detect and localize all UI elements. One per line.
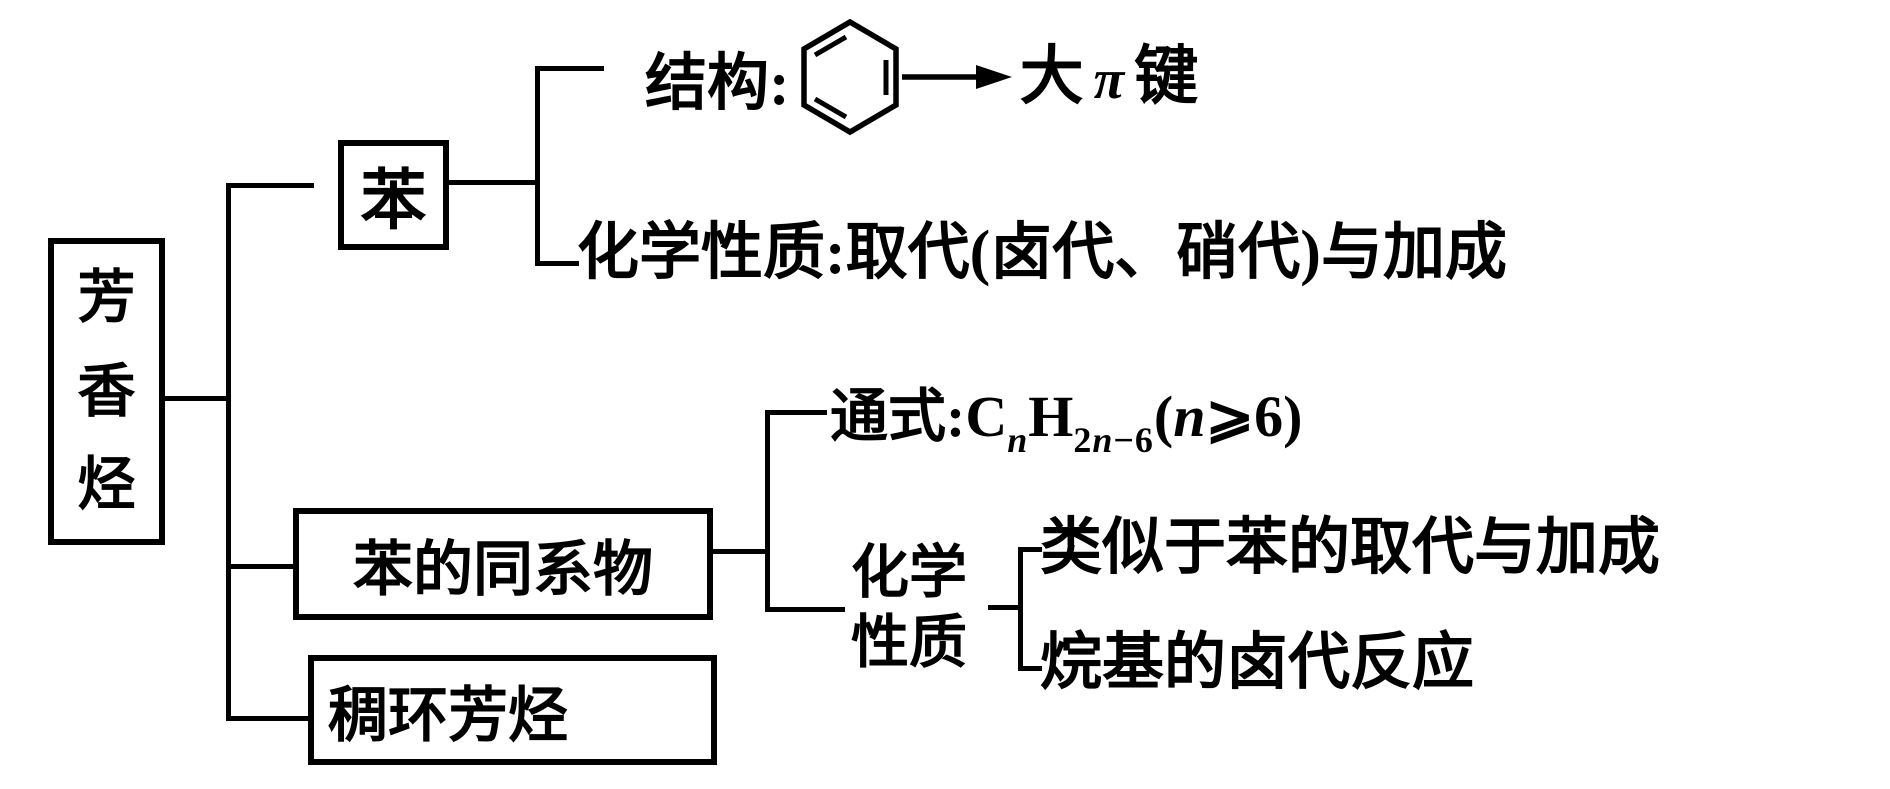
- benzene-chemical-branch-connector: [535, 261, 579, 266]
- benzene-node-label: 苯: [360, 165, 427, 238]
- formula-branch-connector: [765, 410, 827, 415]
- benzene-to-branch-connector: [449, 180, 540, 185]
- alkyl-halogenation-text: 烷基的卤代反应: [1040, 629, 1475, 697]
- label-to-bracket-connector: [988, 605, 1022, 610]
- structure-label: 结构:: [645, 50, 790, 118]
- structure-branch-connector: [535, 66, 604, 71]
- benzene-branch-vertical: [535, 66, 540, 266]
- bracket-bottom-connector: [1018, 666, 1042, 671]
- benzene-homologs-label: 苯的同系物: [353, 536, 653, 603]
- root-node-aromatic-hydrocarbon: 芳香烃: [48, 238, 165, 545]
- benzene-homologs-node: 苯的同系物: [293, 508, 713, 620]
- similar-substitution-addition-text: 类似于苯的取代与加成: [1040, 514, 1661, 582]
- benzene-node: 苯: [338, 140, 449, 250]
- trunk-to-homologs-connector: [226, 564, 296, 569]
- root-node-label: 芳香烃: [77, 264, 136, 518]
- homologs-chemical-properties-label: 化学 性质: [851, 540, 968, 675]
- benzene-ring-icon: [800, 18, 900, 136]
- right-arrow-icon: [901, 60, 1012, 94]
- root-to-trunk-connector: [163, 396, 229, 401]
- general-formula-text: 通式:CnH2n−6(n⩾6): [830, 384, 1303, 460]
- trunk-to-fused-connector: [226, 716, 312, 721]
- trunk-to-benzene-connector: [226, 183, 314, 188]
- bracket-top-connector: [1018, 547, 1042, 552]
- trunk-connector: [226, 183, 231, 721]
- branch-bracket: [1018, 547, 1023, 671]
- homologs-branch-vertical: [765, 410, 770, 612]
- homologs-chemical-branch-connector: [765, 607, 845, 612]
- homologs-to-branch-connector: [713, 549, 770, 554]
- fused-ring-aromatics-label: 稠环芳烃: [328, 682, 568, 749]
- benzene-chemical-properties-text: 化学性质:取代(卤代、硝代)与加成: [577, 219, 1507, 287]
- fused-ring-aromatics-node: 稠环芳烃: [308, 655, 717, 765]
